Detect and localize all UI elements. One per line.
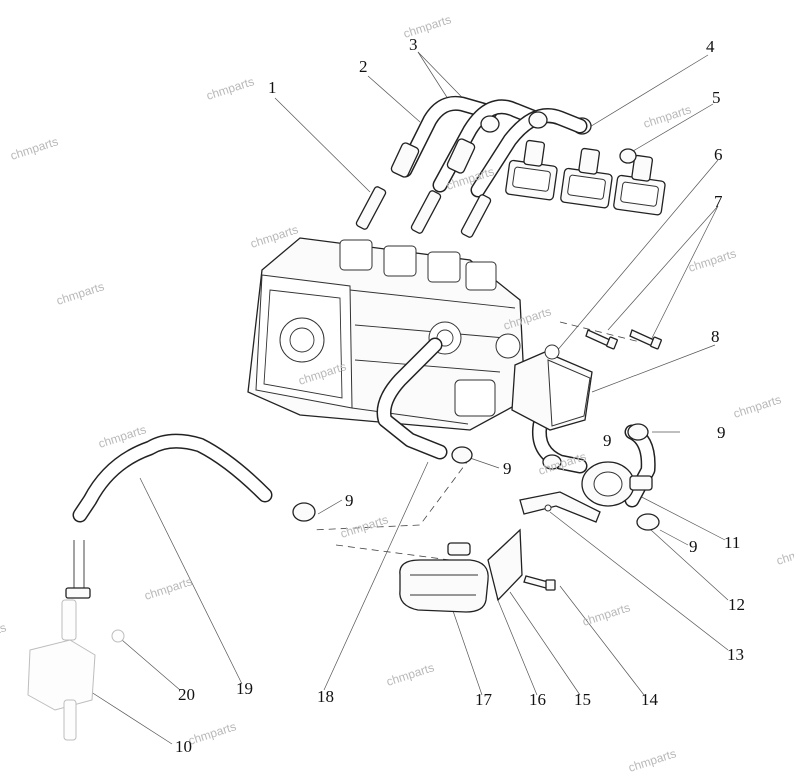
bolts-7 xyxy=(585,329,662,350)
coolant-pump xyxy=(581,461,653,507)
callout-6: 6 xyxy=(714,145,723,164)
callout-5: 5 xyxy=(712,88,721,107)
callout-19: 19 xyxy=(236,679,253,698)
spark-plugs xyxy=(355,186,492,238)
watermark: chmparts xyxy=(732,392,783,421)
canister-unit xyxy=(399,528,523,613)
callout-18: 18 xyxy=(317,687,334,706)
callout-9: 9 xyxy=(717,423,726,442)
watermark: chmparts xyxy=(385,660,436,689)
hose-clamps xyxy=(292,423,660,531)
callout-17: 17 xyxy=(475,690,493,709)
callout-10: 10 xyxy=(175,737,192,756)
callout-8: 8 xyxy=(711,327,720,346)
callout-9: 9 xyxy=(345,491,354,510)
callout-15: 15 xyxy=(574,690,591,709)
watermark: chmparts xyxy=(205,74,256,103)
callout-12: 12 xyxy=(728,595,745,614)
callout-9: 9 xyxy=(603,431,612,450)
callout-4: 4 xyxy=(706,37,715,56)
leader-lines xyxy=(87,51,729,745)
callout-2: 2 xyxy=(359,57,368,76)
callout-9: 9 xyxy=(503,459,512,478)
callout-1: 1 xyxy=(268,78,277,97)
callout-16: 16 xyxy=(529,690,546,709)
watermark: chmparts xyxy=(9,134,60,163)
watermark: chmparts xyxy=(687,246,738,275)
electric-valve xyxy=(511,344,593,431)
ignition-leads xyxy=(390,95,588,198)
watermark: chmparts xyxy=(642,102,693,131)
watermark: chmparts xyxy=(55,279,106,308)
callout-7: 7 xyxy=(714,192,723,211)
callout-20: 20 xyxy=(178,685,195,704)
watermark: chmparts xyxy=(187,719,238,748)
assembly-dash-lines xyxy=(311,321,641,561)
callout-11: 11 xyxy=(724,533,740,552)
callout-14: 14 xyxy=(641,690,659,709)
watermark: chmparts xyxy=(339,512,390,541)
watermark: chmparts xyxy=(581,600,632,629)
watermark: chmparts xyxy=(627,746,678,775)
ignition-coil-assembly xyxy=(505,117,666,216)
callout-13: 13 xyxy=(727,645,744,664)
watermark: chmparts xyxy=(0,620,8,649)
watermark: chmparts xyxy=(143,574,194,603)
vapor-hose xyxy=(65,433,273,599)
watermark: chmparts xyxy=(775,539,794,568)
bolt-14 xyxy=(523,575,556,591)
pump-bracket xyxy=(519,491,601,523)
canister-valve-ghost xyxy=(27,599,125,741)
callout-3: 3 xyxy=(409,35,418,54)
engine-block xyxy=(247,237,526,431)
callout-9: 9 xyxy=(689,537,698,556)
callouts: 1 2 3 4 5 6 7 8 9 9 9 9 9 10 11 12 13 14… xyxy=(175,35,745,756)
